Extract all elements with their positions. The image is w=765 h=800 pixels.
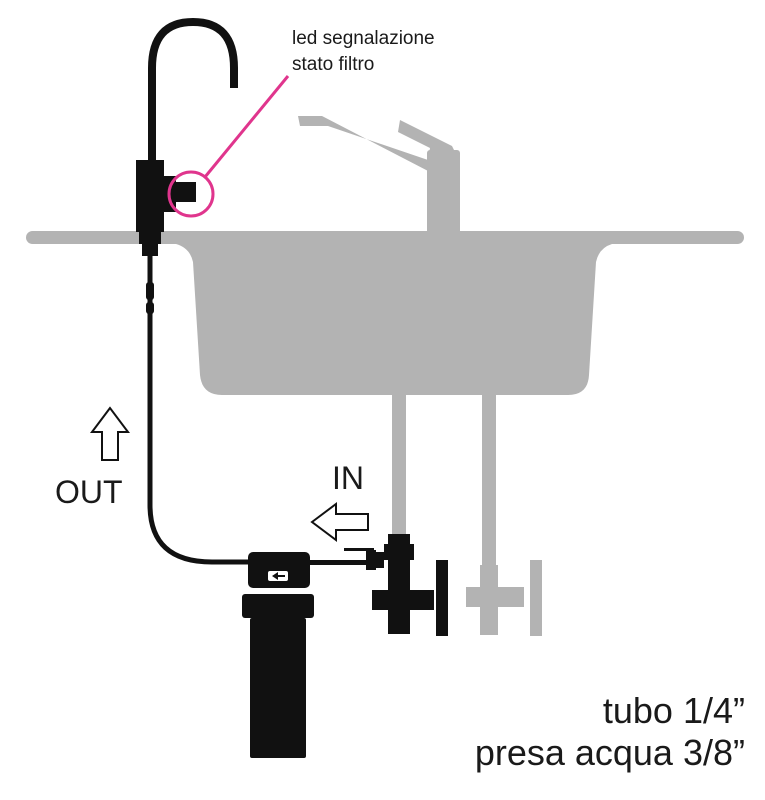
sink xyxy=(26,231,744,395)
led-indicator xyxy=(176,182,196,202)
led-label-line-1: led segnalazione xyxy=(292,28,435,49)
water-filter xyxy=(242,552,314,758)
in-label: IN xyxy=(332,460,364,496)
led-callout xyxy=(167,75,290,218)
led-label-line-2: stato filtro xyxy=(292,54,375,75)
out-arrow-icon xyxy=(90,406,130,461)
in-arrow-icon xyxy=(310,502,369,542)
spec-text: tubo 1/4” presa acqua 3/8” xyxy=(475,690,745,774)
led-status-label: led segnalazione stato filtro xyxy=(292,26,435,78)
out-tube xyxy=(146,256,252,565)
water-inlet-spec: presa acqua 3/8” xyxy=(474,732,745,773)
kitchen-mixer-tap xyxy=(298,116,460,236)
countertop xyxy=(26,231,744,244)
tube-spec: tubo 1/4” xyxy=(602,690,745,731)
in-tube xyxy=(304,548,384,570)
existing-plumbing xyxy=(392,395,542,636)
shutoff-valve xyxy=(372,534,448,636)
out-label: OUT xyxy=(55,474,123,510)
filter-faucet xyxy=(136,17,238,256)
